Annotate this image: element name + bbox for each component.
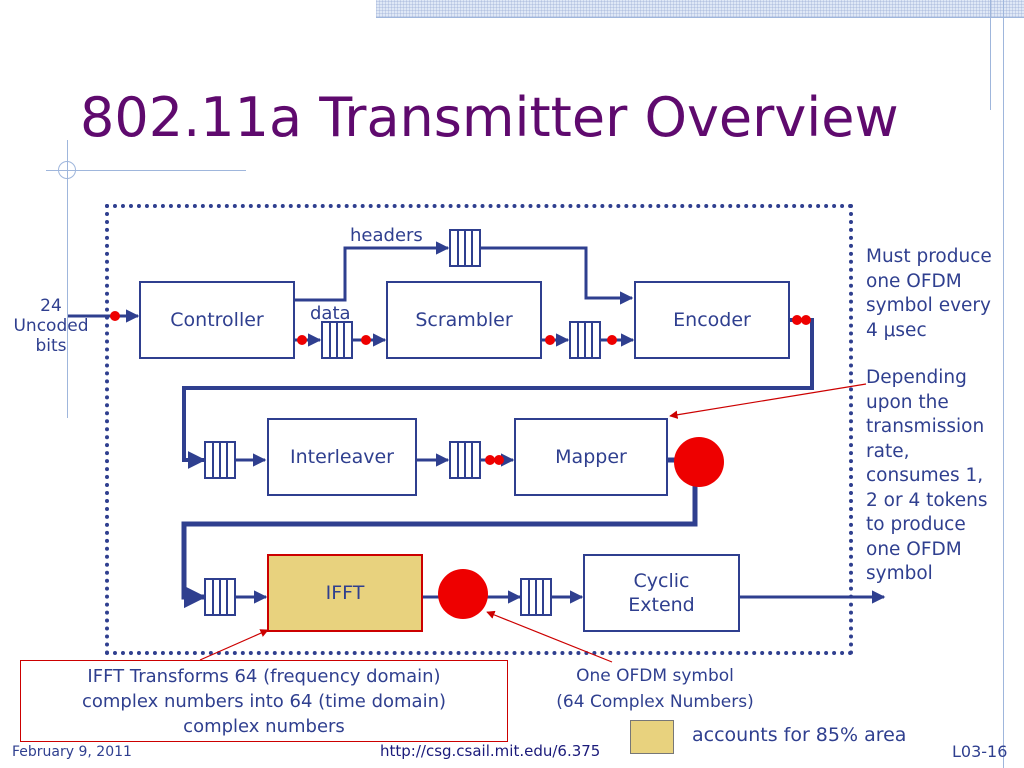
- ifft-fifo: [204, 578, 236, 616]
- mapper-fifo: [449, 441, 481, 479]
- mapper-note-pointer: [669, 383, 867, 419]
- timing-note-line: 4 μsec: [866, 319, 927, 341]
- decor-line-far-right: [1003, 0, 1004, 768]
- mapper-note-line: to produce: [866, 514, 966, 535]
- scrambler-fifo: [569, 321, 601, 359]
- slide-title: 802.11a Transmitter Overview: [80, 86, 899, 149]
- mapper-note-line: transmission: [866, 416, 985, 437]
- interleaver-fifo: [204, 441, 236, 479]
- footer-slide-number: L03-16: [952, 742, 1008, 761]
- timing-note-line: one OFDM: [866, 270, 962, 292]
- legend-label: accounts for 85% area: [692, 724, 907, 746]
- data-fifo: [321, 321, 353, 359]
- decor-line-left: [67, 140, 68, 418]
- ofdm-symbol-line: One OFDM symbol: [576, 666, 734, 686]
- data-label: data: [310, 303, 351, 324]
- footer-url[interactable]: http://csg.csail.mit.edu/6.375: [380, 742, 601, 760]
- ifft-callout: IFFT Transforms 64 (frequency domain) co…: [20, 660, 508, 742]
- ofdm-token-large: [674, 437, 724, 487]
- headers-fifo: [449, 229, 481, 267]
- top-pattern-band: [376, 0, 1024, 17]
- decor-line-right: [990, 0, 991, 110]
- headers-path: [295, 241, 450, 302]
- input-label: 24 Uncoded bits: [8, 296, 94, 356]
- mapper-note-line: 2 or 4 tokens: [866, 489, 988, 511]
- timing-note-line: symbol every: [866, 295, 991, 316]
- ofdm-symbol-line: (64 Complex Numbers): [556, 692, 754, 712]
- headers-to-encoder: [480, 246, 634, 305]
- footer-date: February 9, 2011: [12, 744, 132, 760]
- token-dot: [110, 311, 120, 321]
- ofdm-symbol-note: One OFDM symbol (64 Complex Numbers): [535, 663, 775, 715]
- mapper-note-line: rate,: [866, 440, 910, 462]
- decor-line-title: [46, 170, 246, 171]
- cyclic-extend-label: Extend: [628, 594, 695, 616]
- top-decoration-bar: [0, 0, 1024, 18]
- mapper-note: Depending upon the transmission rate, co…: [866, 366, 987, 587]
- input-label-line: bits: [35, 336, 67, 356]
- mapper-note-line: upon the: [866, 391, 949, 413]
- timing-note: Must produce one OFDM symbol every 4 μse…: [866, 245, 992, 343]
- mapper-note-line: consumes 1,: [866, 465, 984, 486]
- ifft-callout-line: IFFT Transforms 64 (frequency domain): [87, 666, 441, 687]
- scrambler-block[interactable]: Scrambler: [386, 281, 542, 359]
- legend-swatch: [630, 720, 674, 754]
- mapper-note-line: symbol: [866, 563, 933, 584]
- interleaver-block[interactable]: Interleaver: [267, 418, 417, 496]
- timing-note-line: Must produce: [866, 246, 992, 267]
- mapper-note-line: Depending: [866, 367, 967, 388]
- ifft-callout-line: complex numbers: [183, 716, 345, 737]
- ofdm-note-pointer: [486, 610, 613, 663]
- ifft-note-pointer: [199, 629, 269, 661]
- mapper-block[interactable]: Mapper: [514, 418, 668, 496]
- controller-block[interactable]: Controller: [139, 281, 295, 359]
- input-label-line: 24: [40, 296, 62, 316]
- mapper-note-line: one OFDM: [866, 538, 962, 560]
- cyclic-extend-block[interactable]: Cyclic Extend: [583, 554, 740, 632]
- transmitter-boundary: [105, 204, 853, 655]
- decor-line-top: [376, 17, 1024, 18]
- decor-circle-icon: [58, 161, 76, 179]
- headers-label: headers: [350, 225, 423, 246]
- ifft-callout-line: complex numbers into 64 (time domain): [81, 691, 447, 712]
- input-label-line: Uncoded: [13, 316, 89, 336]
- cyclic-fifo: [520, 578, 552, 616]
- cyclic-extend-label: Cyclic: [633, 570, 690, 592]
- ofdm-token-large: [438, 569, 488, 619]
- ifft-block[interactable]: IFFT: [267, 554, 423, 632]
- encoder-block[interactable]: Encoder: [634, 281, 790, 359]
